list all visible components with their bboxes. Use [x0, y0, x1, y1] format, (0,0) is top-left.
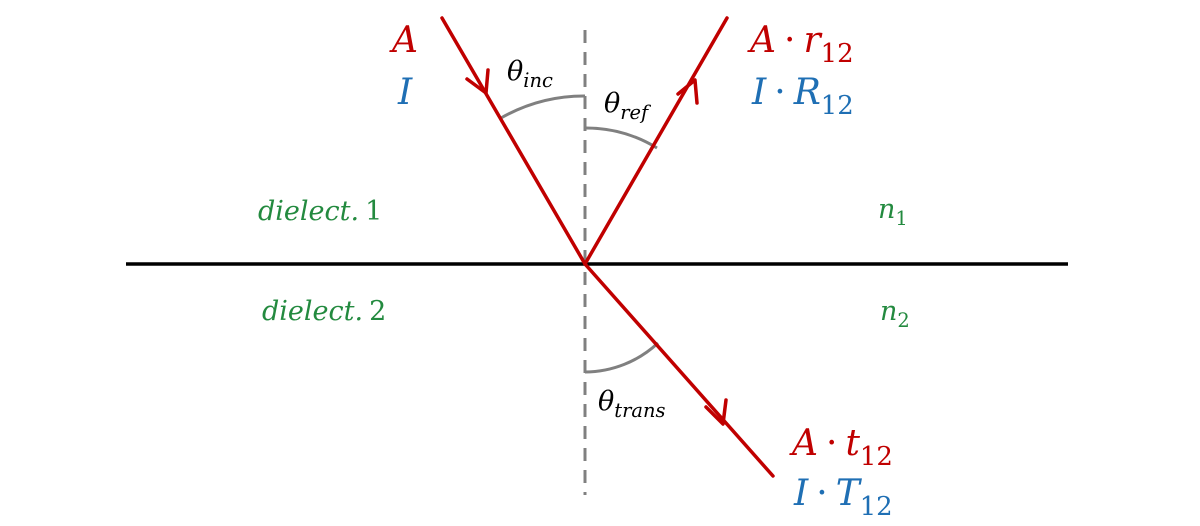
transmitted-angle-label: θtrans	[598, 386, 665, 422]
transmitted-amplitude-label: A·t12	[789, 423, 893, 472]
incident-angle-label: θinc	[507, 56, 553, 92]
reflected-ray	[583, 16, 729, 266]
incident-amplitude-label: A	[389, 20, 418, 61]
incident-intensity-label: I	[397, 72, 413, 113]
transmitted-angle-arc	[584, 341, 660, 374]
top-medium-label: dielect.1	[258, 196, 382, 227]
incident-ray	[440, 16, 587, 266]
reflected-angle-label: θref	[604, 88, 652, 124]
top-index-label: n1	[878, 194, 908, 230]
bottom-medium-label: dielect.2	[262, 296, 386, 327]
incident-angle-arc	[500, 94, 586, 120]
incident-arrowhead	[465, 68, 490, 95]
reflected-angle-arc	[584, 126, 658, 150]
transmitted-arrowhead	[704, 398, 728, 426]
bottom-index-label: n2	[880, 296, 910, 332]
reflected-amplitude-label: A·r12	[747, 20, 854, 69]
reflected-intensity-label: I·R12	[751, 72, 854, 121]
reflected-arrowhead	[676, 78, 699, 105]
transmitted-intensity-label: I·T12	[793, 473, 893, 522]
transmitted-ray	[583, 262, 775, 478]
